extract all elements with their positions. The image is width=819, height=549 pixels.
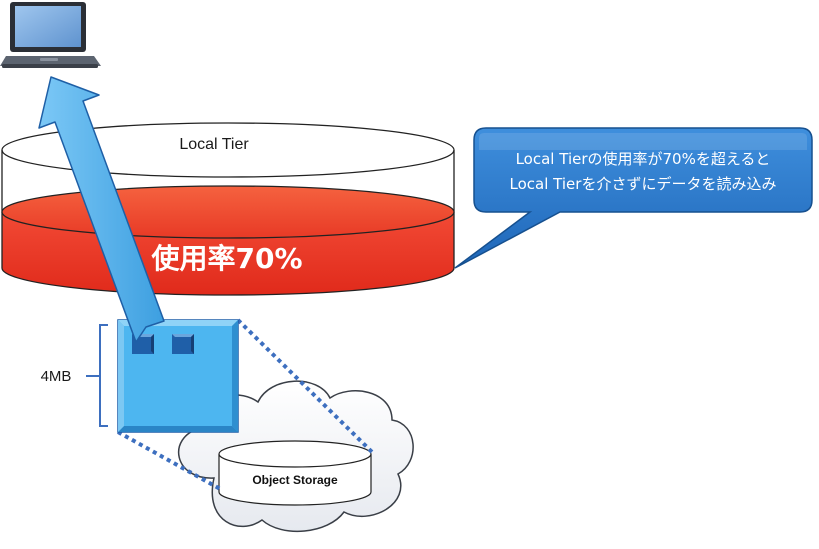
usage-rate-label: 使用率70%	[150, 242, 302, 275]
dotted-connector-lines	[117, 318, 374, 492]
cylinder-top-rim	[1, 122, 455, 178]
block-chunk-2	[172, 334, 194, 354]
usage-fill-surface	[1, 185, 455, 239]
arrow-up-icon	[38, 76, 165, 343]
object-storage-label: Object Storage	[252, 473, 338, 487]
callout-bubble	[454, 127, 813, 269]
callout-line-1: Local Tierの使用率が70%を超えると	[516, 150, 771, 168]
read-path-arrow	[38, 76, 165, 343]
size-bracket	[86, 324, 108, 427]
laptop-icon	[0, 2, 101, 68]
storage-icon	[218, 440, 372, 506]
callout-line-2: Local Tierを介さずにデータを読み込み	[510, 175, 777, 193]
local-tier-label: Local Tier	[179, 136, 249, 153]
block-size-label: 4MB	[41, 368, 72, 385]
